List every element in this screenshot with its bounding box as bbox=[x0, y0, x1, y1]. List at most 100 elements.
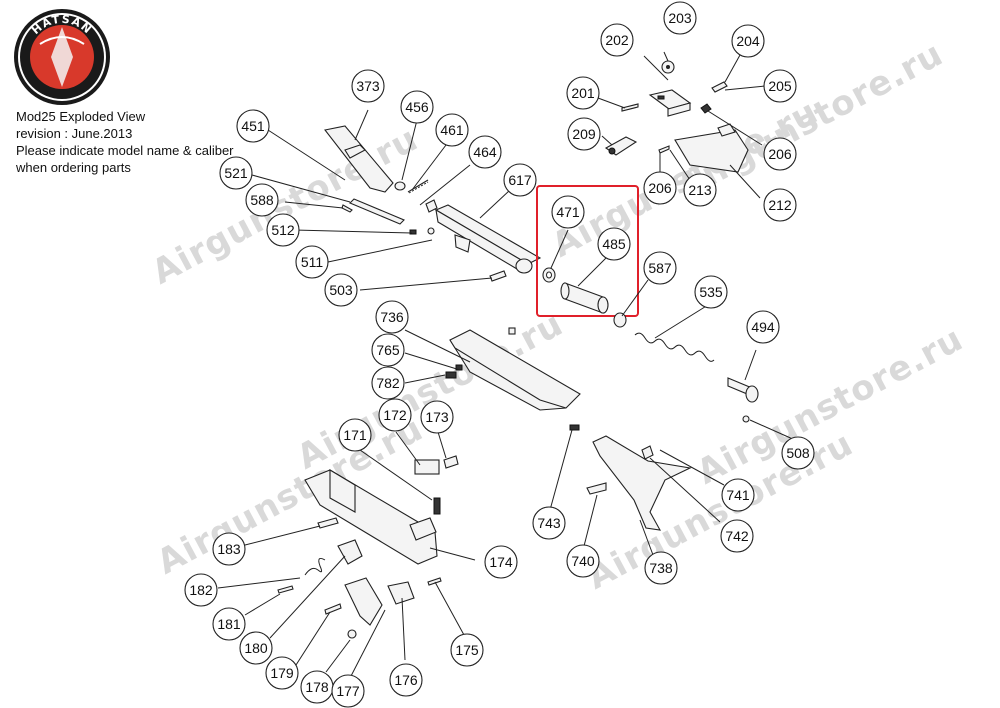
callout-741: 741 bbox=[721, 478, 755, 512]
highlight-box bbox=[536, 185, 639, 317]
callout-503: 503 bbox=[324, 273, 358, 307]
callout-204: 204 bbox=[731, 24, 765, 58]
svg-text:765: 765 bbox=[376, 342, 400, 358]
callout-179: 179 bbox=[265, 656, 299, 690]
callout-508: 508 bbox=[781, 436, 815, 470]
callout-782: 782 bbox=[371, 366, 405, 400]
model-title: Mod25 Exploded View bbox=[16, 109, 146, 124]
svg-text:508: 508 bbox=[786, 445, 810, 461]
order-note-line1: Please indicate model name & caliber bbox=[16, 143, 234, 158]
callout-177: 177 bbox=[331, 674, 365, 708]
svg-text:512: 512 bbox=[271, 222, 295, 238]
callout-171: 171 bbox=[338, 418, 372, 452]
callout-742: 742 bbox=[720, 519, 754, 553]
svg-text:173: 173 bbox=[425, 409, 449, 425]
callout-740: 740 bbox=[566, 544, 600, 578]
spring-guide bbox=[613, 312, 759, 423]
svg-text:204: 204 bbox=[736, 33, 760, 49]
callout-213: 213 bbox=[683, 173, 717, 207]
callout-456: 456 bbox=[400, 90, 434, 124]
hatsan-logo: HATSAN bbox=[14, 9, 110, 105]
svg-text:617: 617 bbox=[508, 172, 532, 188]
callout-203: 203 bbox=[663, 1, 697, 35]
callout-461: 461 bbox=[435, 113, 469, 147]
svg-text:471: 471 bbox=[556, 204, 580, 220]
rear-sight-parts bbox=[604, 60, 749, 173]
svg-text:180: 180 bbox=[244, 640, 268, 656]
svg-text:175: 175 bbox=[455, 642, 479, 658]
svg-text:485: 485 bbox=[602, 236, 626, 252]
svg-text:738: 738 bbox=[649, 560, 673, 576]
compression-tube bbox=[425, 199, 542, 274]
callout-587: 587 bbox=[643, 251, 677, 285]
callout-201: 201 bbox=[566, 76, 600, 110]
callout-209: 209 bbox=[567, 117, 601, 151]
piston-group bbox=[536, 185, 639, 317]
callout-494: 494 bbox=[746, 310, 780, 344]
svg-text:461: 461 bbox=[440, 122, 464, 138]
trigger-housing bbox=[304, 455, 459, 565]
svg-text:451: 451 bbox=[241, 118, 265, 134]
callout-738: 738 bbox=[644, 551, 678, 585]
callout-181: 181 bbox=[212, 607, 246, 641]
order-note-line2: when ordering parts bbox=[16, 160, 131, 175]
svg-text:181: 181 bbox=[217, 616, 241, 632]
svg-text:511: 511 bbox=[301, 254, 324, 270]
svg-text:464: 464 bbox=[473, 144, 497, 160]
svg-text:202: 202 bbox=[605, 32, 629, 48]
svg-text:742: 742 bbox=[725, 528, 749, 544]
revision-text: revision : June.2013 bbox=[16, 126, 133, 141]
receiver-frame bbox=[445, 327, 581, 411]
cocking-lever-parts bbox=[324, 125, 507, 282]
svg-text:740: 740 bbox=[571, 553, 595, 569]
svg-text:503: 503 bbox=[329, 282, 353, 298]
svg-text:588: 588 bbox=[250, 192, 274, 208]
callout-172: 172 bbox=[378, 398, 412, 432]
svg-text:176: 176 bbox=[394, 672, 418, 688]
svg-text:456: 456 bbox=[405, 99, 429, 115]
grip-guard bbox=[569, 424, 692, 531]
svg-text:182: 182 bbox=[189, 582, 213, 598]
callouts: 203 202 204 205 201 209 206 206 213 212 … bbox=[184, 1, 815, 708]
callout-535: 535 bbox=[694, 275, 728, 309]
info-block: Mod25 Exploded View revision : June.2013… bbox=[16, 108, 234, 176]
svg-text:212: 212 bbox=[768, 197, 792, 213]
callout-206-a: 206 bbox=[763, 137, 797, 171]
svg-text:206: 206 bbox=[648, 180, 672, 196]
callout-173: 173 bbox=[420, 400, 454, 434]
callout-182: 182 bbox=[184, 573, 218, 607]
svg-text:201: 201 bbox=[571, 85, 595, 101]
svg-text:178: 178 bbox=[305, 679, 329, 695]
callout-617: 617 bbox=[503, 163, 537, 197]
callout-511: 511 bbox=[295, 245, 329, 279]
callout-373: 373 bbox=[351, 69, 385, 103]
svg-text:741: 741 bbox=[726, 487, 750, 503]
callout-736: 736 bbox=[375, 300, 409, 334]
callout-176: 176 bbox=[389, 663, 423, 697]
svg-text:172: 172 bbox=[383, 407, 407, 423]
svg-text:587: 587 bbox=[648, 260, 672, 276]
svg-text:203: 203 bbox=[668, 10, 692, 26]
callout-588: 588 bbox=[245, 183, 279, 217]
callout-174: 174 bbox=[484, 545, 518, 579]
trigger-parts bbox=[277, 539, 442, 639]
callout-180: 180 bbox=[239, 631, 273, 665]
callout-471: 471 bbox=[551, 195, 585, 229]
svg-text:736: 736 bbox=[380, 309, 404, 325]
callout-178: 178 bbox=[300, 670, 334, 704]
callout-205: 205 bbox=[763, 69, 797, 103]
callout-512: 512 bbox=[266, 213, 300, 247]
callout-202: 202 bbox=[600, 23, 634, 57]
svg-text:206: 206 bbox=[768, 146, 792, 162]
callout-183: 183 bbox=[212, 532, 246, 566]
leader-lines bbox=[217, 51, 796, 679]
svg-text:209: 209 bbox=[572, 126, 596, 142]
callout-451: 451 bbox=[236, 109, 270, 143]
svg-text:535: 535 bbox=[699, 284, 723, 300]
svg-text:177: 177 bbox=[336, 683, 360, 699]
callout-464: 464 bbox=[468, 135, 502, 169]
callout-206-b: 206 bbox=[643, 171, 677, 205]
callout-212: 212 bbox=[763, 188, 797, 222]
svg-text:174: 174 bbox=[489, 554, 513, 570]
